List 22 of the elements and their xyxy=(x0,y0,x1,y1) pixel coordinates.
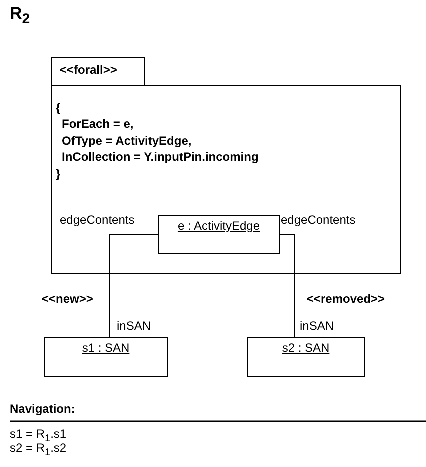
object-name: s1 : SAN xyxy=(81,341,131,356)
constraint-text: InCollection = Y.inputPin.incoming xyxy=(62,150,259,165)
diagram-title: R$_{2}$ xyxy=(10,4,30,28)
association-line xyxy=(280,234,296,338)
constraint-text: { xyxy=(56,100,61,115)
role-name: inSAN xyxy=(300,319,334,334)
role-name: inSAN xyxy=(117,319,152,334)
object-box xyxy=(247,337,365,377)
association-line xyxy=(110,234,158,338)
stereotype-label: <<forall>> xyxy=(60,63,118,78)
object-name: s2 : SAN xyxy=(281,341,331,356)
stereotype-label: <<removed>> xyxy=(307,292,386,306)
constraint-text: OfType = ActivityEdge, xyxy=(62,134,192,148)
constraint-text: } xyxy=(56,167,61,182)
constraint-text: ForEach = e, xyxy=(62,117,134,132)
role-name: edgeContents xyxy=(60,213,135,228)
object-box xyxy=(44,337,168,377)
role-name: edgeContents xyxy=(281,213,356,228)
object-name: e : ActivityEdge xyxy=(176,219,262,234)
forall-frame xyxy=(51,57,401,274)
section-heading: Navigation: xyxy=(10,402,76,416)
object-box xyxy=(158,215,280,254)
